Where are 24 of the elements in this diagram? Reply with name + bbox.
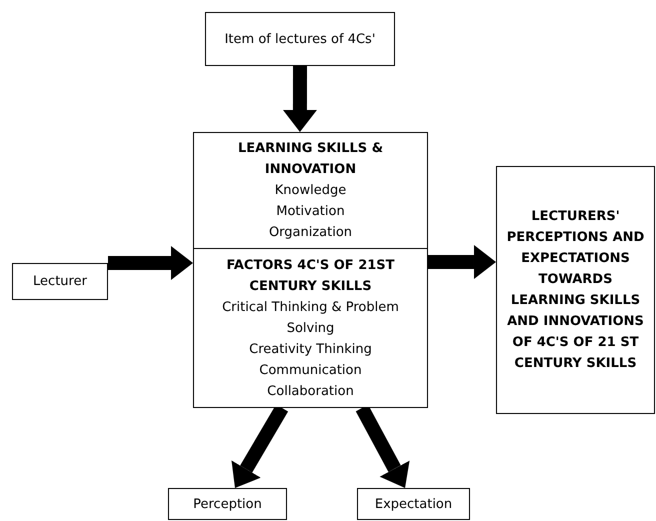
block-arrow <box>282 66 317 132</box>
text-box <box>496 166 655 414</box>
box-text: Lecturer <box>33 273 87 291</box>
box-heading: FACTORS 4C'S OF 21ST CENTURY SKILLS <box>225 256 396 296</box>
block-arrow <box>108 246 193 280</box>
text-box <box>205 12 395 66</box>
text-box <box>168 488 287 520</box>
block-arrow <box>428 244 496 279</box>
box-text: Critical Thinking & Problem Solving <box>221 298 400 338</box>
box-text: Collaboration <box>267 382 354 400</box>
text-box <box>12 263 108 300</box>
box-text: Expectation <box>374 496 452 514</box>
box-text: LECTURERS' PERCEPTIONS AND EXPECTATIONS TOWARDS LEARNING SKILLS AND INNOVATIONS OF 4C'S OF 21 ST CENTURY SKILLS <box>506 208 646 373</box>
box-text: Motivation <box>276 203 345 221</box>
box-text: Organization <box>268 224 352 242</box>
text-box <box>193 248 428 408</box>
box-text: Perception <box>193 496 262 514</box>
box-text: Knowledge <box>274 182 346 200</box>
box-heading: LEARNING SKILLS & INNOVATION <box>236 140 384 179</box>
text-box <box>357 488 470 520</box>
text-box <box>193 132 428 249</box>
box-text: Item of lectures of 4Cs' <box>224 30 376 48</box>
box-text: Creativity Thinking <box>249 340 372 358</box>
box-text: Communication <box>259 362 362 380</box>
